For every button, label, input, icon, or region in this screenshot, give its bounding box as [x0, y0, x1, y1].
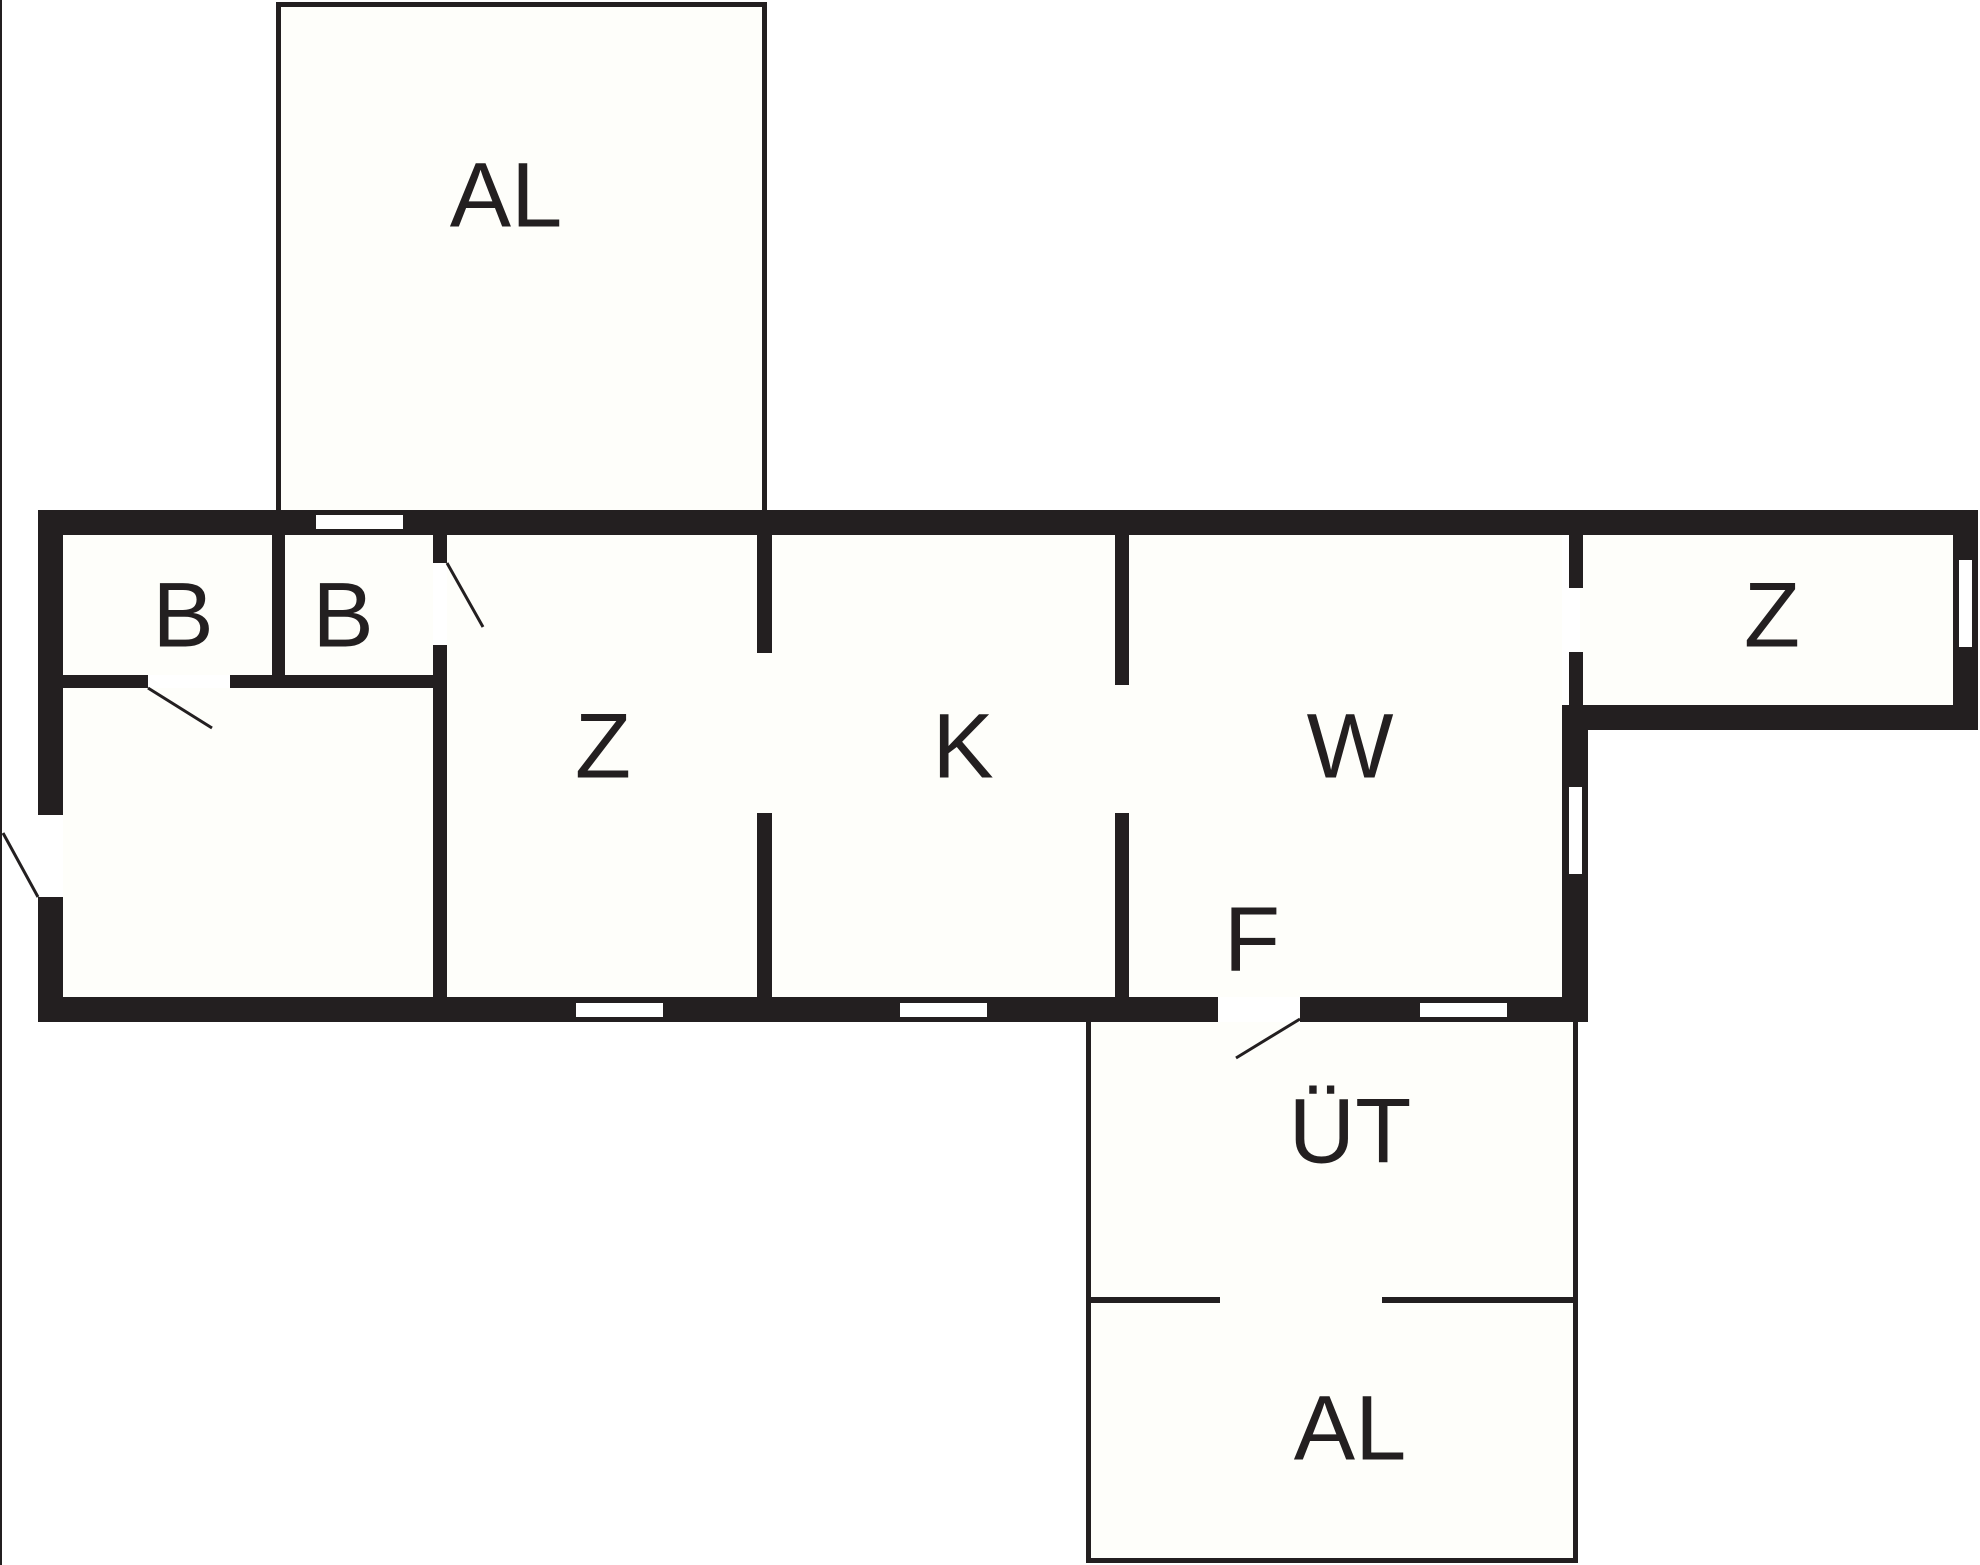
room-label-al-bottom: AL: [1294, 1377, 1407, 1479]
floor-z-right: [1580, 535, 1955, 705]
wall-k-w-upper: [1115, 533, 1129, 685]
wall-ut-left: [1086, 1018, 1091, 1563]
wall-left: [38, 510, 63, 1022]
wall-bottom: [38, 997, 1588, 1022]
wall-ut-right: [1573, 1018, 1578, 1563]
image-border-line: [0, 0, 2, 1565]
room-label-k: K: [932, 695, 993, 797]
door-gap-b: [148, 675, 230, 688]
window-al-top: [316, 515, 403, 529]
wall-ut-divider-right: [1382, 1297, 1575, 1303]
wall-ut-divider-left: [1090, 1297, 1220, 1303]
wall-b-divider: [272, 533, 285, 680]
room-labels: AL B B Z K W Z F ÜT AL: [152, 144, 1800, 1479]
wall-al-bottom-bottom: [1086, 1558, 1578, 1563]
wall-z-k-upper: [757, 533, 772, 653]
door-swings: [1, 562, 1301, 1060]
door-swing-b: [147, 686, 213, 730]
room-label-b-left: B: [152, 564, 213, 666]
door-gap-z: [433, 563, 447, 645]
door-swing-f: [1235, 1017, 1301, 1060]
window-w-bottom: [1420, 1003, 1507, 1017]
room-label-al-top: AL: [450, 144, 563, 246]
wall-al-top-left: [276, 2, 281, 512]
window-k-bottom: [900, 1003, 987, 1017]
floor-al-top: [279, 5, 764, 513]
wall-b-z: [433, 533, 447, 999]
window-w-right: [1569, 787, 1582, 874]
door-gap-left: [38, 815, 63, 897]
floor-ut-al: [1090, 1021, 1575, 1561]
wall-w-z-upper: [1569, 533, 1583, 588]
window-z-bottom: [576, 1003, 663, 1017]
room-label-b-right: B: [312, 564, 373, 666]
door-swing-left: [1, 832, 40, 898]
floor-fills: [62, 5, 1955, 1561]
wall-k-w-lower: [1115, 813, 1129, 999]
wall-z-right-bottom: [1562, 705, 1978, 730]
room-label-z-right: Z: [1744, 564, 1800, 666]
door-swing-z: [445, 562, 485, 628]
room-label-f: F: [1224, 888, 1280, 990]
wall-al-top-right: [762, 2, 767, 512]
openings: [38, 515, 1972, 1022]
wall-b-bottom: [62, 675, 440, 688]
door-gap-f: [1218, 997, 1300, 1022]
room-label-ut: ÜT: [1289, 1080, 1412, 1182]
wall-al-top-top: [276, 2, 767, 7]
room-label-z-main: Z: [575, 695, 631, 797]
floor-main: [62, 535, 1562, 997]
thin-walls: [0, 0, 1578, 1565]
wall-w-z-lower: [1569, 652, 1583, 707]
room-label-w: W: [1307, 695, 1394, 797]
interior-walls: [62, 533, 1583, 999]
window-z-right: [1959, 560, 1972, 647]
wall-z-k-lower: [757, 813, 772, 999]
